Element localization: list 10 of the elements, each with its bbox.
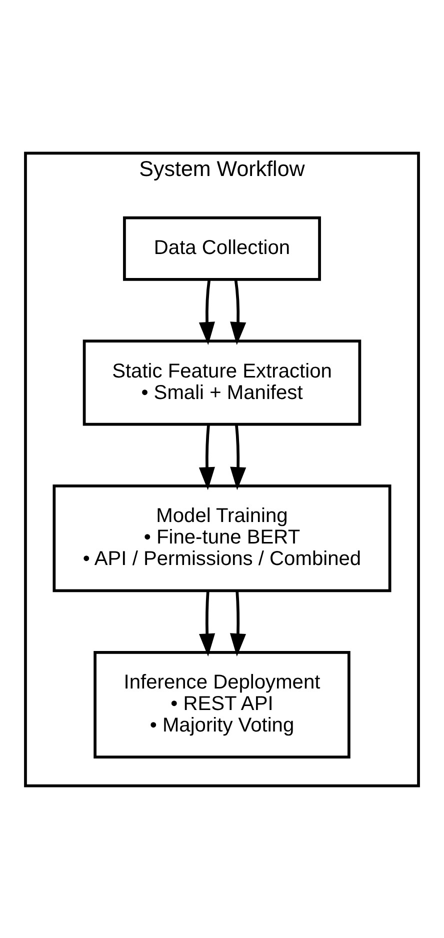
node-box: Data Collection — [123, 216, 321, 280]
arrow — [198, 424, 215, 490]
arrow — [199, 590, 216, 656]
arrow — [230, 590, 246, 656]
node-box: Inference Deployment • REST API • Majority Voting — [94, 650, 350, 758]
arrow — [230, 279, 246, 344]
node-box: Static Feature Extraction • Smali + Manifest — [82, 339, 362, 426]
arrow — [198, 279, 215, 345]
node-box: Model Training • Fine-tune BERT • API / Permissions / Combined — [52, 484, 392, 592]
arrow — [230, 424, 246, 490]
